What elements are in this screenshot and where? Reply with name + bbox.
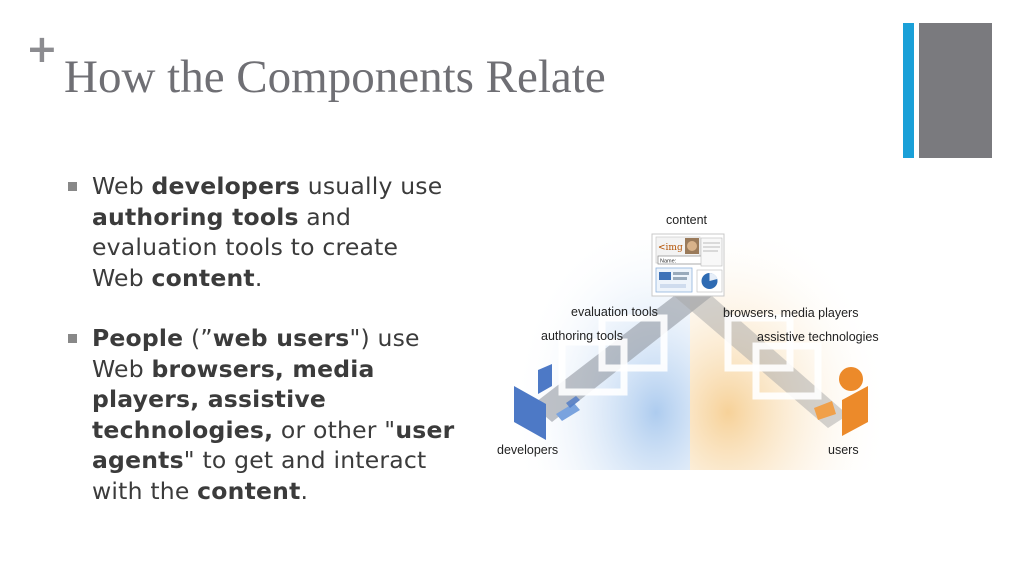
bullet-square-icon [68,182,77,191]
bullet-square-icon [68,334,77,343]
text-run: (” [183,324,213,352]
name-field-label: Name: [660,259,677,265]
bold-text: People [92,324,184,352]
components-diagram: <img Name: content evaluation tools auth… [497,213,880,470]
text-run: ") use Web [92,324,420,383]
text-run: " to get and interact with the [92,446,427,505]
img-tag-text: <img [658,243,683,253]
assistive-tech-frame [752,342,822,400]
developer-figure [514,364,580,440]
user-figure [814,367,868,436]
bold-text: user agents [92,415,455,475]
bullet-list: Web developers usually use authoring too… [66,171,456,506]
bullet-item: Web developers usually use authoring too… [66,171,456,293]
evaluation-tools-label: evaluation tools [571,305,658,319]
plus-icon: + [26,27,58,71]
authoring-tools-frame [558,338,628,396]
text-run: Web [92,172,152,200]
bullet-item: People (”web users") use Web browsers, m… [66,323,456,506]
users-label: users [828,443,859,457]
bold-text: content [151,263,255,292]
bold-text: browsers, media players, assistive techn… [92,354,375,444]
text-run: . [254,263,263,292]
text-run: usually use [300,172,443,200]
authoring-tools-label: authoring tools [541,329,623,343]
accent-bar-blue [903,23,914,158]
bold-text: web users [212,324,350,352]
bold-text: developers [151,172,301,200]
accent-bar-gray [919,23,992,158]
bold-text: authoring tools [92,202,299,231]
assistive-technologies-label: assistive technologies [757,330,879,344]
bullet-text: People (”web users") use Web browsers, m… [92,324,454,505]
content-label: content [666,213,708,227]
developers-label: developers [497,443,558,457]
text-run: and evaluation tools to create Web [92,202,399,292]
content-image: <img Name: [651,233,725,297]
browsers-media-players-label: browsers, media players [723,306,858,320]
bullet-text: Web developers usually use authoring too… [92,172,442,292]
text-run: or other " [273,415,396,444]
bold-text: content [197,476,301,505]
text-run: . [300,476,309,505]
slide-title: How the Components Relate [64,51,606,103]
